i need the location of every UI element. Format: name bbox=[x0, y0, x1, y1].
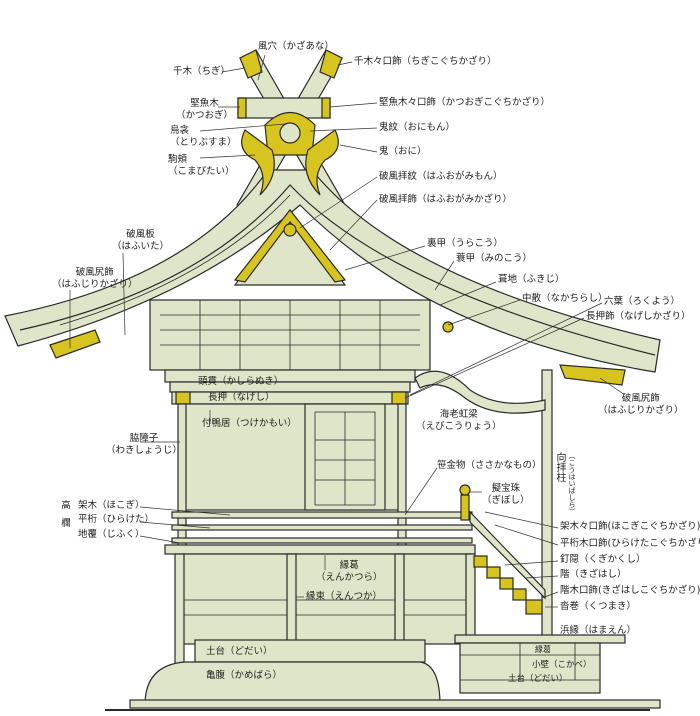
label-minokou: 蓑甲（みのこう） bbox=[456, 253, 533, 264]
leader-lines bbox=[69, 54, 626, 608]
label-toribusuma-reading: （とりぶすま） bbox=[170, 137, 237, 148]
label-katsuogi-kanji: 堅魚木 bbox=[190, 98, 219, 109]
stairs bbox=[473, 555, 543, 615]
label-ebikouryou-kanji: 海老虹梁 bbox=[439, 409, 478, 420]
label-kouhaibashira-kanji: 向拝柱 bbox=[554, 452, 565, 482]
label-hafuita-reading: （はふいた） bbox=[112, 241, 170, 252]
label-hafujiri-left-kanji: 破風尻飾 bbox=[75, 267, 114, 278]
label-hafujiri-left-reading: （はふじりかざり） bbox=[52, 279, 138, 290]
label-ebikouryou: 海老虹梁（えびこうりょう） bbox=[416, 409, 502, 433]
label-hafuita: 破風板（はふいた） bbox=[112, 229, 169, 253]
label-hafuita-kanji: 破風板 bbox=[126, 229, 155, 240]
label-hirageta: 平桁（ひらけた） bbox=[78, 514, 155, 525]
label-enkatsura: 縁葛（えんかつら） bbox=[316, 560, 383, 584]
label-komabitai: 駒頬（こまびたい） bbox=[168, 154, 235, 178]
label-ebikouryou-reading: （えびこうりょう） bbox=[416, 421, 502, 432]
label-kouran: 高欄 bbox=[59, 500, 70, 535]
label-urakou: 裏甲（うらこう） bbox=[427, 238, 504, 249]
label-wakishouji-kanji: 脇障子 bbox=[129, 433, 159, 444]
label-hamaen: 浜縁（はまえん） bbox=[560, 625, 637, 636]
label-kouhaibashira: 向拝柱（こうはいばしら） bbox=[553, 452, 578, 515]
label-kashiranuki: 頭貫（かしらぬき） bbox=[198, 376, 284, 387]
label-kugikakushi: 釘隠（くぎかくし） bbox=[560, 554, 646, 565]
label-nageshikazari: 長押飾（なげしかざり） bbox=[586, 311, 691, 322]
label-entsuka: 縁束（えんつか） bbox=[306, 591, 383, 602]
label-enkatsura-small: 縁葛 bbox=[535, 645, 551, 654]
label-hokogi: 架木（ほこぎ） bbox=[78, 500, 145, 511]
label-giboshi: 擬宝珠（ぎぼし） bbox=[482, 483, 530, 507]
label-oni: 鬼（おに） bbox=[379, 146, 427, 157]
label-sasakanamono: 笹金物（ささかなもの） bbox=[437, 460, 542, 471]
label-hafujiri-right: 破風尻飾（はふじりかざり） bbox=[598, 393, 684, 417]
label-kokabe: 小壁（こかべ） bbox=[532, 660, 592, 670]
label-hafujiri-right-reading: （はふじりかざり） bbox=[598, 405, 684, 416]
label-rokuyou: 六葉（ろくよう） bbox=[604, 296, 681, 307]
label-kouhaibashira-reading: （こうはいばしら） bbox=[568, 452, 576, 515]
label-kamebara: 亀腹（かめばら） bbox=[206, 670, 283, 681]
label-tsukekamoi: 付鴨居（つけかもい） bbox=[202, 418, 297, 429]
label-kazaana: 風穴（かざあな） bbox=[258, 41, 335, 52]
oni-ornament bbox=[241, 111, 339, 196]
veranda-floor bbox=[164, 544, 476, 555]
label-chigi-koguchi: 千木々口飾（ちぎこぐちかざり） bbox=[354, 56, 497, 67]
label-fukiji: 葺地（ふきじ） bbox=[498, 274, 565, 285]
label-katsuogi-koguchi: 堅魚木々口飾（かつおぎこぐちかざり） bbox=[379, 97, 551, 108]
label-onimon: 鬼紋（おにもん） bbox=[379, 122, 456, 133]
label-nageshi: 長押（なげし） bbox=[208, 392, 275, 403]
label-giboshi-reading: （ぎぼし） bbox=[482, 495, 530, 506]
label-chigi: 千木（ちぎ） bbox=[173, 66, 231, 77]
label-kizahashi-koguchi: 階木口飾(きざはしこぐちかざり) bbox=[560, 585, 700, 596]
label-dodai-left: 土台（どだい） bbox=[206, 646, 273, 657]
label-kizahashi: 階（きざはし） bbox=[560, 569, 627, 580]
label-komabitai-reading: （こまびたい） bbox=[168, 166, 235, 177]
label-toribusuma-kanji: 烏衾 bbox=[170, 125, 190, 136]
label-hokogi-koguchi: 架木々口飾(ほこぎこぐちかざり) bbox=[560, 521, 700, 532]
label-wakishouji: 脇障子（わきしょうじ） bbox=[106, 433, 182, 457]
label-hafujiri-left: 破風尻飾（はふじりかざり） bbox=[52, 267, 138, 291]
label-hirageta-koguchi: 平桁木口飾(ひらけたこぐちかざり) bbox=[560, 538, 700, 549]
label-toribusuma: 烏衾（とりぶすま） bbox=[170, 125, 237, 149]
label-hafujiri-right-kanji: 破風尻飾 bbox=[621, 393, 660, 404]
label-nakachirashi: 中散（なかちらし） bbox=[522, 293, 608, 304]
label-hafu-ogamimon: 破風拝紋（はふおがみもん） bbox=[379, 171, 503, 182]
label-katsuogi-reading: （かつおぎ） bbox=[176, 110, 234, 121]
kamebara bbox=[144, 661, 441, 706]
label-giboshi-kanji: 擬宝珠 bbox=[491, 483, 521, 494]
label-enkatsura-kanji: 縁葛 bbox=[339, 560, 359, 571]
label-hafu-ogamikazari: 破風拝飾（はふおがみかざり） bbox=[379, 194, 513, 205]
label-wakishouji-reading: （わきしょうじ） bbox=[106, 445, 183, 456]
label-kutsumaki: 沓巻（くつまき） bbox=[560, 601, 637, 612]
label-dodai-right: 土台（どだい） bbox=[508, 674, 568, 684]
label-enkatsura-reading: （えんかつら） bbox=[316, 572, 383, 583]
label-jifuku: 地覆（じふく） bbox=[78, 529, 145, 540]
label-katsuogi: 堅魚木（かつおぎ） bbox=[176, 98, 233, 122]
roof bbox=[4, 169, 661, 373]
label-komabitai-kanji: 駒頬 bbox=[168, 154, 188, 165]
